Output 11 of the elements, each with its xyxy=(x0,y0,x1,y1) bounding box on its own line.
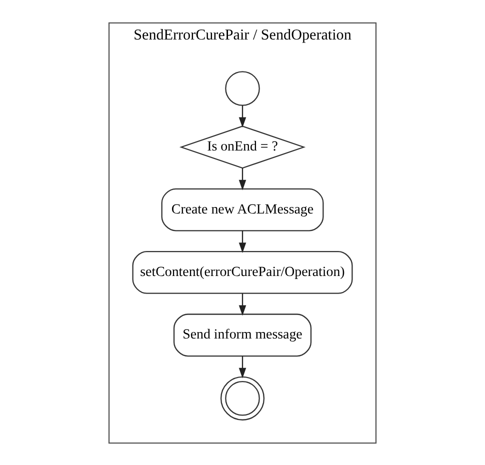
node-box: Create new ACLMessage xyxy=(161,188,324,231)
arrow xyxy=(238,230,246,253)
node-circle xyxy=(220,376,265,420)
arrow xyxy=(238,168,246,190)
node-circle xyxy=(225,70,260,106)
node-box: Send inform message xyxy=(173,313,312,356)
node-diamond: Is onEnd = ? xyxy=(179,125,306,168)
arrow xyxy=(238,356,246,378)
node-box: setContent(errorCurePair/Operation) xyxy=(132,250,353,294)
arrow xyxy=(238,292,246,316)
arrow xyxy=(238,104,246,128)
